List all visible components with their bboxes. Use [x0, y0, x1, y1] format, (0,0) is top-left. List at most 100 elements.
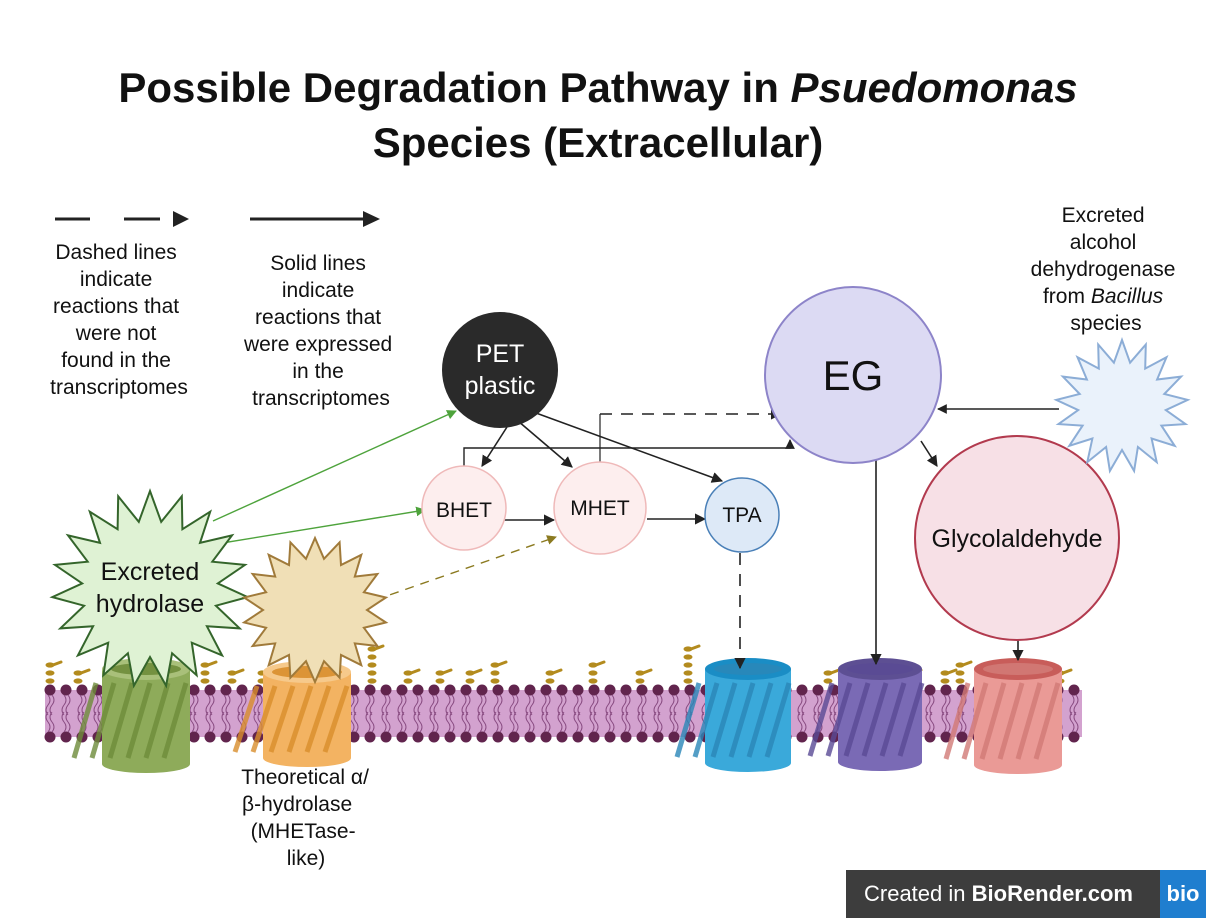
- glycan-branch: [551, 668, 563, 675]
- lipid-tail: [461, 694, 471, 716]
- glycan-unit: [200, 662, 210, 668]
- lipid-tail: [365, 694, 375, 716]
- transporter-helix: [232, 685, 260, 753]
- lipid-tail: [829, 694, 839, 716]
- glycan-unit: [435, 670, 445, 676]
- transporter-helix: [979, 682, 1007, 760]
- lipid-head: [444, 731, 456, 743]
- transporter-helix: [943, 682, 971, 760]
- transporter-pore: [983, 663, 1053, 675]
- lipid-tail: [589, 694, 599, 716]
- transporter-helix: [764, 682, 792, 758]
- lipid-tail: [477, 711, 487, 733]
- lipid-tail: [493, 694, 503, 716]
- glycan-unit: [367, 678, 377, 684]
- transporter-helix: [728, 682, 756, 758]
- pet-to-tpa-arrow: [535, 412, 724, 483]
- glycan-unit: [465, 678, 475, 684]
- glycan-branch: [594, 660, 606, 667]
- transporter-helix: [71, 682, 99, 759]
- glycan-unit: [73, 670, 83, 676]
- glycan-branch: [233, 668, 245, 675]
- glycan-branch: [496, 660, 508, 667]
- transporter-helix: [997, 682, 1025, 760]
- lipid-tail: [413, 711, 423, 733]
- lipid-tail: [45, 694, 55, 716]
- pet-plastic-node: PET plastic: [442, 312, 558, 428]
- legend: Dashed lines indicate reactions that wer…: [50, 211, 398, 410]
- hydrolase-to-pet-arrow: [212, 410, 457, 522]
- lipid-tail: [397, 694, 407, 716]
- lipid-tail: [525, 694, 535, 716]
- lipid-tail: [429, 711, 439, 733]
- glycan-unit: [403, 670, 413, 676]
- lipid-head: [220, 684, 232, 696]
- biorender-logo-icon: bio: [1160, 870, 1206, 918]
- glycan-unit: [490, 678, 500, 684]
- lipid-head: [44, 731, 56, 743]
- glycan-unit: [683, 662, 693, 668]
- lipid-head: [204, 731, 216, 743]
- glycan-unit: [367, 662, 377, 668]
- lipid-head: [572, 731, 584, 743]
- lipid-head: [188, 684, 200, 696]
- glycan-branch: [946, 668, 958, 675]
- lipid-head: [76, 684, 88, 696]
- transporter-green: [71, 658, 190, 773]
- lipid-head: [380, 684, 392, 696]
- lipid-tail: [61, 694, 71, 716]
- lipid-tail: [637, 711, 647, 733]
- lipid-head: [812, 684, 824, 696]
- lipid-tail: [221, 711, 231, 733]
- glycan-unit: [955, 662, 965, 668]
- transporter-helix: [861, 682, 889, 757]
- tpa-circle: [704, 477, 780, 553]
- lipid-tail: [541, 711, 551, 733]
- glycan-unit: [367, 670, 377, 676]
- biorender-watermark: Created in BioRender.com bio: [846, 870, 1206, 918]
- legend-solid-description: Solid lines indicate reactions that were…: [243, 252, 398, 410]
- lipid-head: [204, 684, 216, 696]
- lipid-head: [476, 684, 488, 696]
- glycan-branch: [829, 668, 841, 675]
- alcohol-dehydrogenase-starburst: [1053, 337, 1191, 474]
- glycan-unit: [545, 670, 555, 676]
- lipid-tail: [669, 694, 679, 716]
- lipid-tail: [221, 694, 231, 716]
- lipid-head: [668, 731, 680, 743]
- transporter-helix: [807, 682, 835, 757]
- lipid-head: [412, 731, 424, 743]
- glycan-unit: [200, 678, 210, 684]
- glycan-unit: [227, 678, 237, 684]
- lipid-head: [412, 684, 424, 696]
- lipid-tail: [925, 711, 935, 733]
- lipid-head: [220, 731, 232, 743]
- lipid-tail: [397, 711, 407, 733]
- lipid-head: [508, 731, 520, 743]
- lipid-head: [236, 684, 248, 696]
- lipid-tail: [93, 694, 103, 716]
- lipid-head: [524, 731, 536, 743]
- lipid-tail: [365, 711, 375, 733]
- glycan-branch: [471, 668, 483, 675]
- lipid-head: [636, 731, 648, 743]
- lipid-head: [364, 731, 376, 743]
- lipid-head: [540, 684, 552, 696]
- lipid-tail: [653, 711, 663, 733]
- glycan-unit: [823, 670, 833, 676]
- lipid-head: [684, 731, 696, 743]
- lipid-tail: [461, 711, 471, 733]
- mhet-node: MHET: [553, 461, 647, 555]
- lipid-head: [1068, 684, 1080, 696]
- transporter-helix: [710, 682, 738, 758]
- lipid-head: [668, 684, 680, 696]
- lipid-tail: [941, 711, 951, 733]
- lipid-head: [556, 731, 568, 743]
- bhet-node: BHET: [421, 465, 507, 551]
- glycan-unit: [588, 662, 598, 668]
- glycan-unit: [45, 670, 55, 676]
- lipid-head: [924, 731, 936, 743]
- transporter-helix: [89, 682, 117, 759]
- transporter-helix: [879, 682, 907, 757]
- transporter-helix: [286, 685, 314, 753]
